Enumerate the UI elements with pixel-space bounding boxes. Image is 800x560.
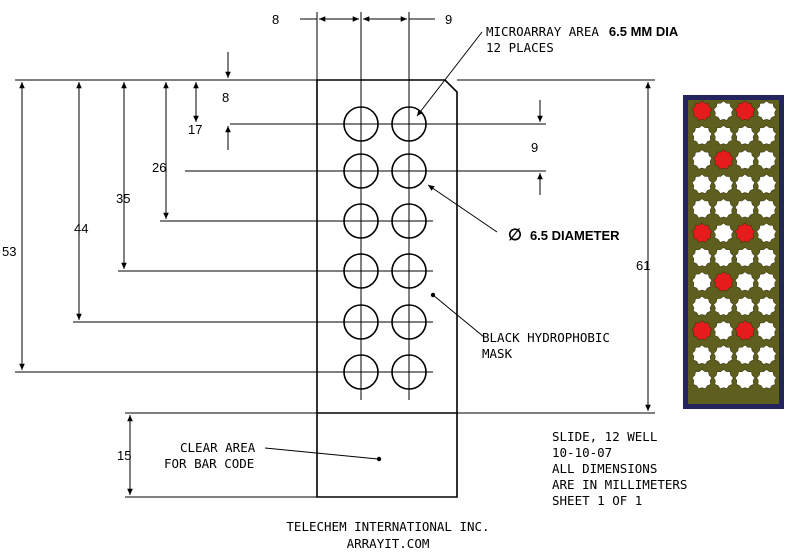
photo-well-white [756, 320, 777, 341]
annotation-labels: MICROARRAY AREA 6.5 MM DIA 12 PLACES ∅ 6… [164, 23, 679, 471]
note-line-3: ALL DIMENSIONS [552, 461, 657, 476]
dim-61: 61 [636, 258, 650, 273]
mask-label-line2: MASK [482, 346, 513, 361]
wells-group [343, 106, 427, 390]
photo-well-white [713, 369, 734, 390]
clear-area-label-line2: FOR BAR CODE [164, 456, 254, 471]
footer-website: ARRAYIT.COM [347, 536, 430, 551]
slide-outline [316, 79, 458, 498]
photo-well-white [713, 222, 734, 243]
photo-well-white [756, 247, 777, 268]
dim-top-right: 9 [445, 12, 452, 27]
photo-well-red [713, 149, 734, 170]
photo-well-white [734, 271, 756, 292]
photo-well-white [756, 271, 777, 292]
note-line-4: ARE IN MILLIMETERS [552, 477, 687, 492]
photo-well-white [734, 125, 756, 146]
photo-well-white [734, 149, 756, 170]
photo-well-white [691, 125, 713, 146]
diameter-label: ∅ 6.5 DIAMETER [508, 227, 620, 244]
photo-well-red [713, 271, 734, 292]
photo-well-white [734, 344, 756, 365]
photo-well-white [713, 247, 734, 268]
photo-well-white [691, 271, 713, 292]
photo-well-white [691, 295, 713, 316]
left-dimensions: 8 17 26 35 44 53 15 [2, 52, 231, 495]
photo-well-white [734, 295, 756, 316]
photo-well-white [691, 369, 713, 390]
photo-well-white [756, 125, 777, 146]
dim-8: 8 [222, 90, 229, 105]
photo-well-white [691, 149, 713, 170]
photo-well-white [691, 247, 713, 268]
photo-well-white [713, 320, 734, 341]
photo-well-white [756, 100, 777, 121]
microarray-places-label: 12 PLACES [486, 40, 554, 55]
dim-15: 15 [117, 448, 131, 463]
photo-well-white [734, 198, 756, 219]
photo-well-white [713, 198, 734, 219]
photo-well-white [713, 173, 734, 194]
top-dimensions: 8 9 [272, 12, 452, 27]
clear-area-label-line1: CLEAR AREA [180, 440, 256, 455]
footer-company: TELECHEM INTERNATIONAL INC. [286, 519, 489, 534]
slide-photo [683, 95, 784, 409]
mask-label-line1: BLACK HYDROPHOBIC [482, 330, 610, 345]
photo-well-white [756, 198, 777, 219]
notes-block: SLIDE, 12 WELL 10-10-07 ALL DIMENSIONS A… [552, 429, 687, 508]
dim-9-right: 9 [531, 140, 538, 155]
note-line-5: SHEET 1 OF 1 [552, 493, 642, 508]
right-dimensions: 9 61 [531, 82, 651, 411]
photo-well-red [691, 222, 713, 243]
photo-well-white [713, 295, 734, 316]
photo-well-white [691, 344, 713, 365]
photo-well-red [691, 100, 713, 121]
photo-well-white [756, 344, 777, 365]
note-line-2: 10-10-07 [552, 445, 612, 460]
photo-well-white [756, 173, 777, 194]
photo-well-white [691, 173, 713, 194]
dim-44: 44 [74, 221, 88, 236]
photo-well-white [756, 149, 777, 170]
photo-well-white [691, 198, 713, 219]
dim-top-left: 8 [272, 12, 279, 27]
photo-well-red [734, 222, 756, 243]
photo-well-red [734, 320, 756, 341]
footer: TELECHEM INTERNATIONAL INC. ARRAYIT.COM [286, 519, 489, 551]
photo-well-red [734, 100, 756, 121]
photo-well-white [756, 369, 777, 390]
photo-well-white [713, 344, 734, 365]
photo-well-white [734, 173, 756, 194]
callouts [264, 31, 498, 462]
slide-photo-wells [691, 100, 777, 390]
note-line-1: SLIDE, 12 WELL [552, 429, 657, 444]
photo-well-white [756, 295, 777, 316]
dim-53: 53 [2, 244, 16, 259]
microarray-label: MICROARRAY AREA 6.5 MM DIA [486, 23, 679, 40]
extension-lines [15, 12, 655, 498]
photo-well-red [691, 320, 713, 341]
photo-well-white [713, 125, 734, 146]
photo-well-white [713, 100, 734, 121]
photo-well-white [734, 247, 756, 268]
dim-17: 17 [188, 122, 202, 137]
photo-well-white [756, 222, 777, 243]
dim-35: 35 [116, 191, 130, 206]
dim-26: 26 [152, 160, 166, 175]
photo-well-white [734, 369, 756, 390]
